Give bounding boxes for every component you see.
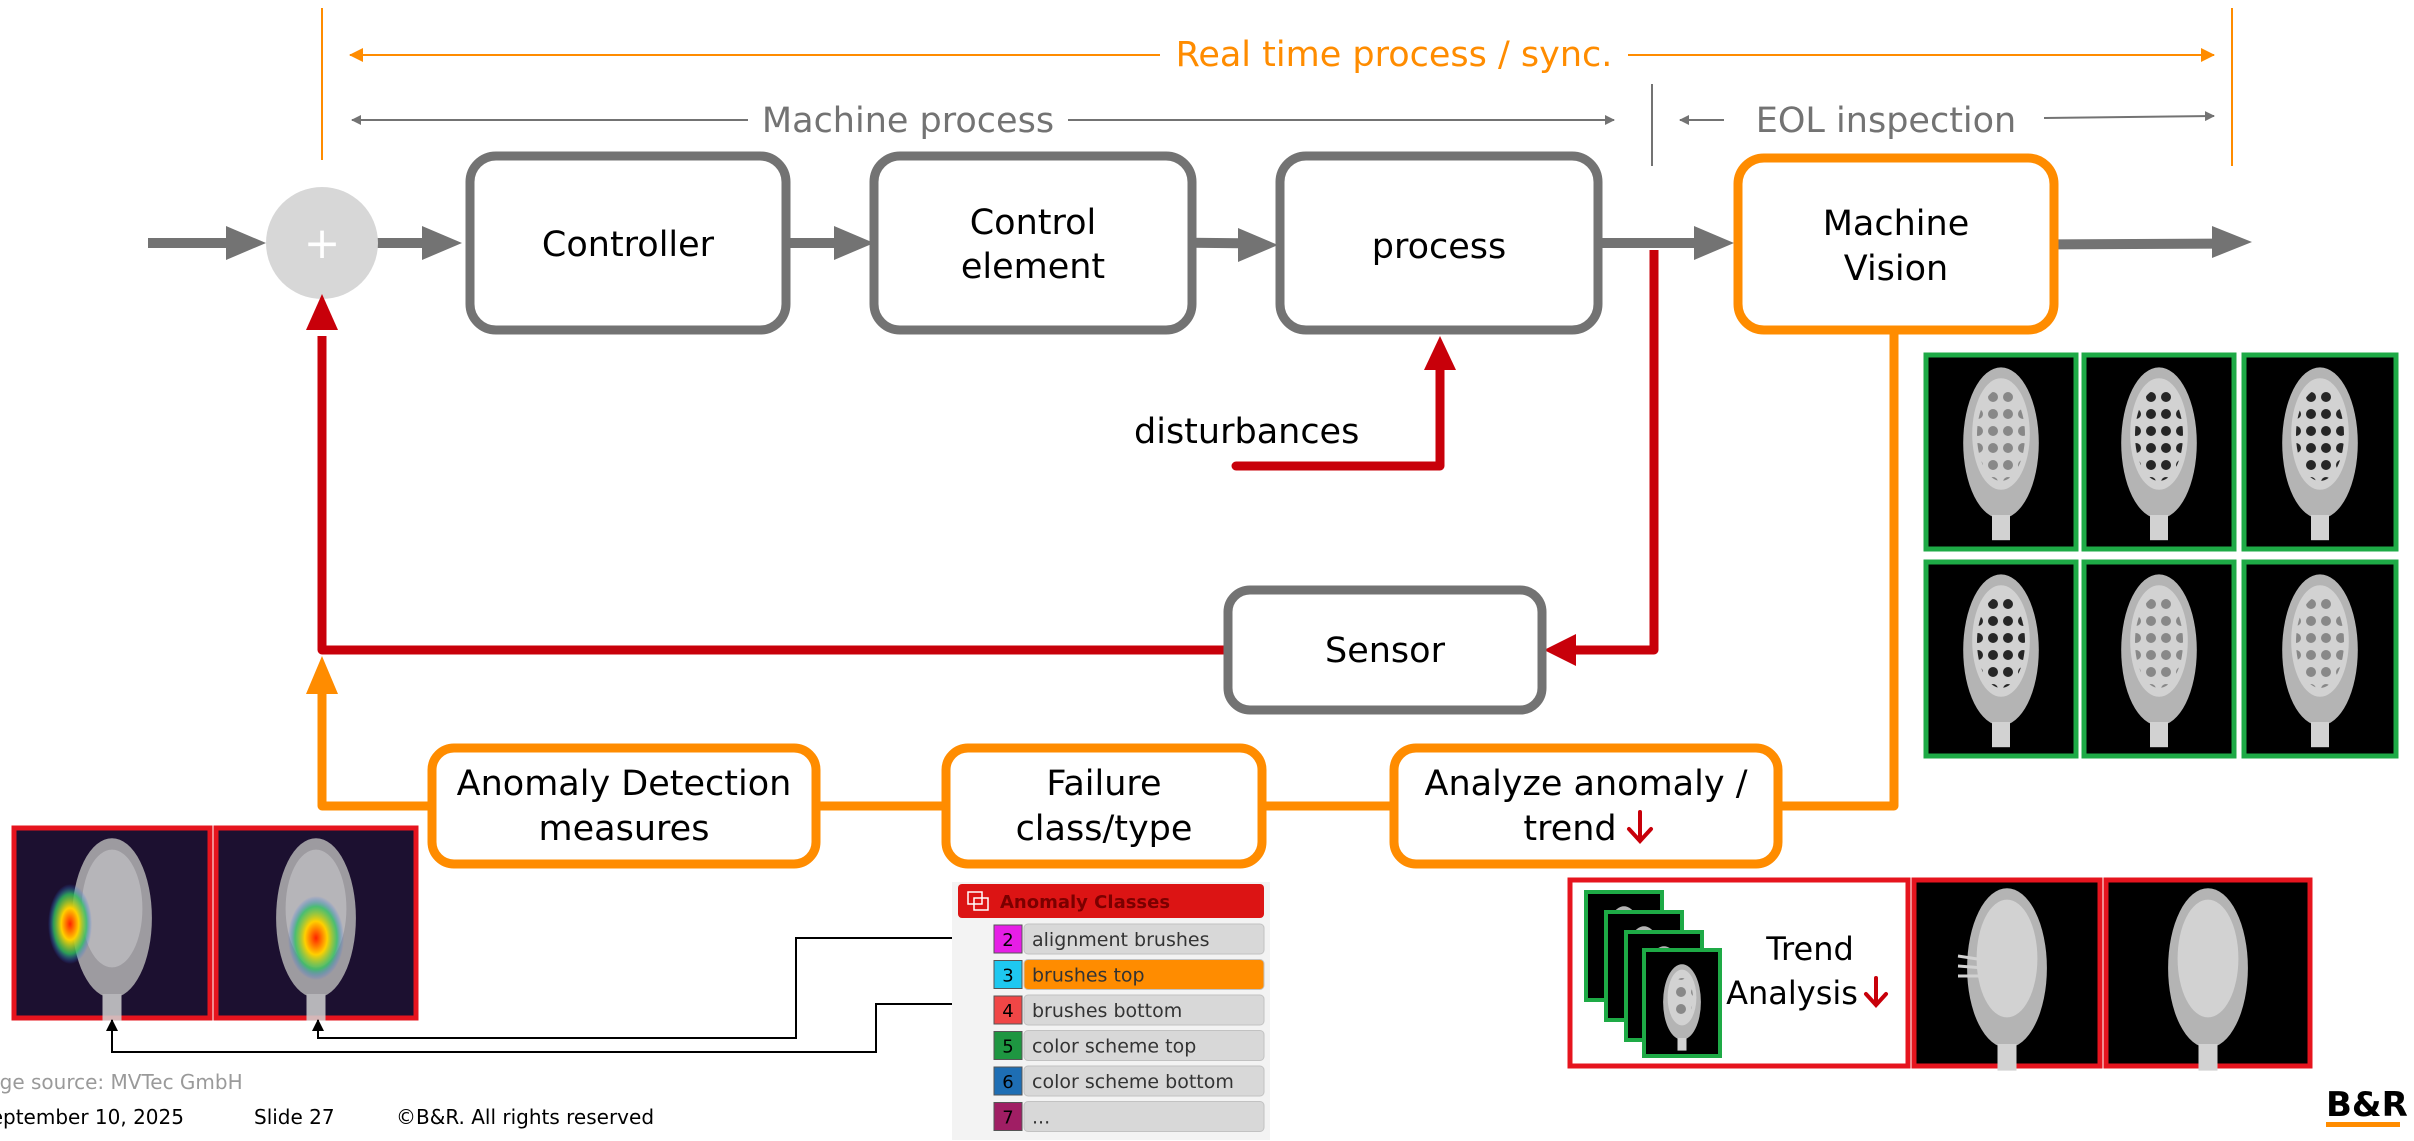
class-label: alignment brushes <box>1032 929 1209 951</box>
class-number: 5 <box>1002 1037 1013 1058</box>
class-number: 6 <box>1002 1072 1013 1093</box>
trend-analysis-label-1: Trend <box>1765 930 1854 968</box>
anomaly-detection-label-2: measures <box>539 809 710 849</box>
anomaly-classes-title: Anomaly Classes <box>1000 892 1170 913</box>
class-color-swatch <box>993 960 1023 989</box>
inspection-image <box>1923 352 2079 552</box>
inspection-image <box>2081 352 2237 552</box>
company-logo: B&R <box>2326 1085 2408 1127</box>
class-label: brushes bottom <box>1032 1000 1182 1022</box>
eol-range: EOL inspection <box>1651 84 2215 166</box>
class-color-swatch <box>993 995 1023 1025</box>
analyze-anomaly-label-2: trend <box>1523 809 1616 849</box>
controller-block: Controller <box>465 151 791 335</box>
controller-label: Controller <box>542 225 715 265</box>
process-block: process <box>1275 151 1603 335</box>
anomaly-detection-label-1: Anomaly Detection <box>457 764 792 804</box>
analyze-anomaly-label-1: Analyze anomaly / <box>1425 764 1748 804</box>
class-color-swatch <box>993 1031 1023 1060</box>
anomaly-class-row[interactable]: 5 color scheme top <box>993 1030 1265 1061</box>
machine-vision-label-1: Machine <box>1823 204 1970 244</box>
machine-process-label: Machine process <box>762 101 1054 141</box>
class-color-swatch <box>993 924 1023 954</box>
stacked-images <box>1584 890 1722 1058</box>
machine-vision-label-2: Vision <box>1844 249 1948 289</box>
machine-process-range: Machine process <box>351 101 1615 141</box>
main-flow <box>148 226 2252 262</box>
class-label: brushes top <box>1032 965 1145 987</box>
anomaly-detection-block: Anomaly Detection measures <box>427 743 821 869</box>
anomaly-classes-header <box>958 884 1264 918</box>
anomaly-class-row[interactable]: 3 brushes top <box>993 959 1265 990</box>
failure-class-label-1: Failure <box>1046 764 1161 804</box>
footer-slide: Slide 27 <box>254 1105 335 1129</box>
class-number: 3 <box>1002 966 1013 987</box>
trend-image <box>1911 877 2103 1071</box>
class-table-icon <box>967 891 989 911</box>
class-number: 4 <box>1002 1001 1013 1022</box>
anomaly-class-row[interactable]: 2 alignment brushes <box>993 923 1265 955</box>
summing-junction: + <box>266 187 378 299</box>
heatmap-image <box>11 825 213 1021</box>
sum-symbol: + <box>304 218 341 269</box>
anomaly-class-row[interactable]: 7... <box>993 1101 1265 1132</box>
trend-analysis-label-2: Analysis <box>1726 974 1858 1012</box>
footer-copyright: ©B&R. All rights reserved <box>396 1105 654 1129</box>
failure-class-block: Failure class/type <box>941 743 1267 869</box>
realtime-range: Real time process / sync. <box>321 8 2233 166</box>
realtime-label: Real time process / sync. <box>1176 35 1613 75</box>
anomaly-class-row[interactable]: 6 color scheme bottom <box>993 1065 1265 1097</box>
class-color-swatch <box>993 1066 1023 1096</box>
class-label: color scheme top <box>1032 1036 1196 1058</box>
class-label: color scheme bottom <box>1032 1071 1234 1093</box>
sensor-label: Sensor <box>1325 631 1446 671</box>
process-label: process <box>1372 227 1507 267</box>
sensor-block: Sensor <box>1223 585 1547 715</box>
anomaly-loop <box>306 332 1899 811</box>
class-label: ... <box>1032 1107 1050 1129</box>
inspection-image <box>1923 559 2079 759</box>
trend-image <box>2103 877 2313 1071</box>
anomaly-classes-panel: Anomaly Classes 2 alignment brushes 3 brush… <box>952 882 1270 1140</box>
class-number: 7 <box>1002 1108 1013 1129</box>
failure-class-label-2: class/type <box>1016 809 1193 849</box>
inspection-image <box>2241 352 2399 552</box>
anomaly-class-row[interactable]: 4 brushes bottom <box>993 994 1265 1026</box>
control-element-label-2: element <box>961 247 1105 287</box>
class-number: 2 <box>1002 930 1013 951</box>
trend-analysis-panel: Trend Analysis <box>1567 877 1911 1069</box>
down-arrow-icon <box>1864 976 1888 1008</box>
inspection-image-grid <box>1923 352 2399 759</box>
inspection-image <box>2241 559 2399 759</box>
machine-vision-block: Machine Vision <box>1733 153 2059 335</box>
disturbances-label: disturbances <box>1134 412 1359 452</box>
disturbances: disturbances <box>1134 336 1456 471</box>
class-color-swatch <box>993 1102 1023 1131</box>
sensor-feedback <box>306 250 1659 666</box>
class-connectors <box>106 937 996 1053</box>
control-element-block: Control element <box>869 151 1197 335</box>
logo-text: B&R <box>2326 1085 2408 1125</box>
analyze-anomaly-block: Analyze anomaly / trend <box>1389 743 1783 869</box>
heatmap-image <box>213 825 419 1021</box>
eol-label: EOL inspection <box>1756 101 2016 141</box>
inspection-image <box>2081 559 2237 759</box>
image-source: Image source: MVTec GmbH <box>0 1070 243 1094</box>
down-arrow-icon <box>1627 810 1653 844</box>
footer-date: September 10, 2025 <box>0 1105 184 1129</box>
control-element-label-1: Control <box>970 203 1097 243</box>
